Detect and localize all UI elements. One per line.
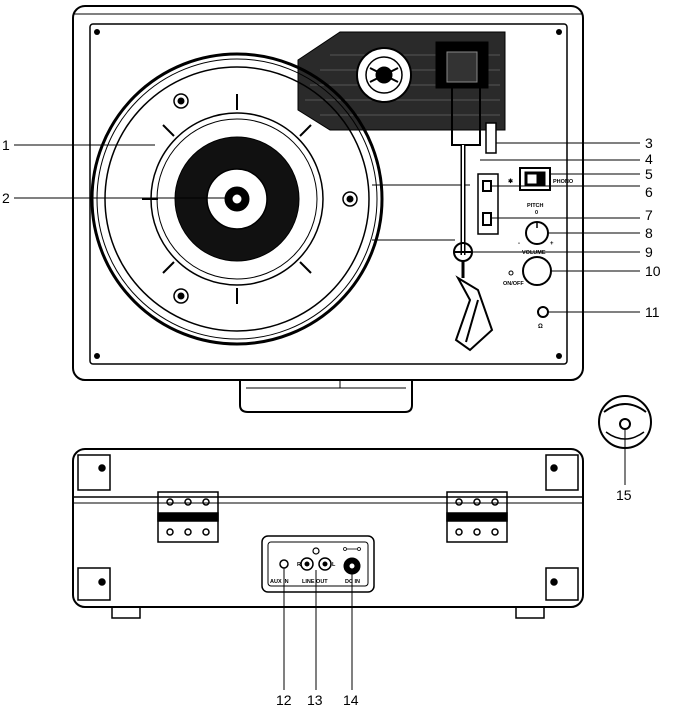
callout-14: 14 bbox=[343, 692, 359, 708]
platter bbox=[90, 52, 384, 346]
on-off-label: ON/OFF bbox=[503, 281, 524, 287]
volume-label: VOLUME bbox=[522, 250, 546, 256]
rear-case bbox=[72, 448, 584, 608]
pitch-minus-label: - bbox=[518, 241, 520, 247]
bluetooth-label: ✱ bbox=[508, 178, 513, 185]
deck-plate bbox=[89, 23, 568, 365]
pitch-zero-label: 0 bbox=[535, 210, 538, 216]
callout-2: 2 bbox=[2, 190, 10, 206]
speed-switch-slot bbox=[477, 173, 499, 235]
callout-13: 13 bbox=[307, 692, 323, 708]
callout-9: 9 bbox=[645, 244, 653, 260]
headphone-icon: Ω bbox=[538, 324, 543, 330]
line-out-r-jack[interactable] bbox=[300, 557, 314, 571]
callout-15: 15 bbox=[616, 487, 632, 503]
volume-knob[interactable] bbox=[522, 256, 552, 286]
phono-label: PHONO bbox=[553, 179, 574, 185]
callout-5: 5 bbox=[645, 166, 653, 182]
arm-rest bbox=[485, 122, 497, 154]
callout-6: 6 bbox=[645, 184, 653, 200]
carry-handle bbox=[239, 380, 413, 413]
hinge-right bbox=[446, 491, 508, 543]
top-view bbox=[72, 5, 584, 413]
pitch-plus-label: + bbox=[550, 241, 554, 247]
callout-1: 1 bbox=[2, 137, 10, 153]
rear-view bbox=[72, 448, 584, 619]
headphone-jack[interactable] bbox=[537, 306, 549, 318]
tonearm bbox=[435, 41, 497, 352]
callout-3: 3 bbox=[645, 135, 653, 151]
callout-7: 7 bbox=[645, 207, 653, 223]
leader-lines bbox=[14, 142, 640, 690]
power-led bbox=[508, 270, 514, 276]
line-out-label: LINE OUT bbox=[302, 579, 328, 585]
pitch-label: PITCH bbox=[527, 203, 544, 209]
dc-polarity-icon bbox=[343, 547, 361, 551]
phono-bt-switch[interactable] bbox=[519, 167, 551, 191]
callout-11: 11 bbox=[645, 304, 660, 320]
aux-in-jack[interactable] bbox=[279, 559, 289, 569]
aux-in-label: AUX IN bbox=[270, 579, 289, 585]
callout-4: 4 bbox=[645, 151, 653, 167]
platter-screws bbox=[173, 93, 358, 304]
callout-8: 8 bbox=[645, 225, 653, 241]
line-out-l-jack[interactable] bbox=[318, 557, 332, 571]
connector-panel bbox=[261, 535, 375, 593]
case-outer bbox=[72, 5, 584, 381]
line-out-l-label: L bbox=[332, 562, 336, 568]
line-out-r-label: R bbox=[297, 562, 301, 568]
callout-12: 12 bbox=[276, 692, 292, 708]
hinge-left bbox=[157, 491, 219, 543]
deck-screws bbox=[94, 29, 562, 359]
corner-brackets bbox=[77, 454, 579, 601]
callout-10: 10 bbox=[645, 263, 661, 279]
